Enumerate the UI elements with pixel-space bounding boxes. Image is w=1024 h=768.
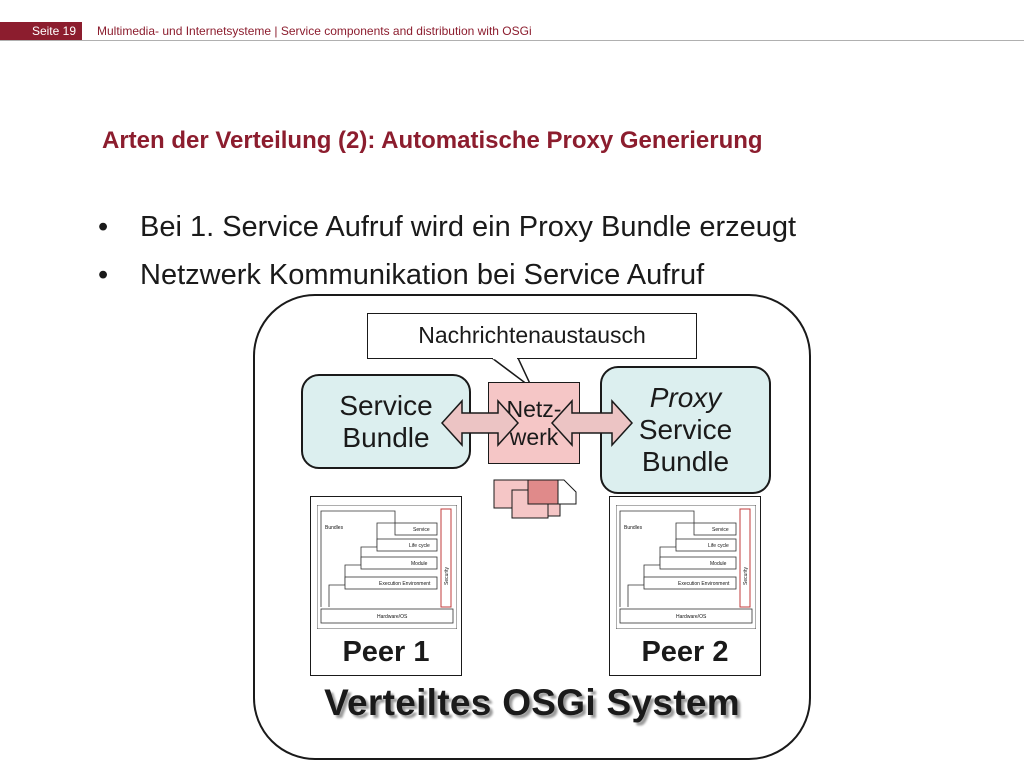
svg-text:Bundles: Bundles [624,525,643,531]
network-box: Netz- werk [488,382,580,464]
slide-title: Arten der Verteilung (2): Automatische P… [102,127,763,154]
peer-1-frame: Security Bundles Service Life cycle Modu… [310,496,462,676]
peer-1-label: Peer 1 [342,636,430,668]
network-line1: Netz- [506,396,562,422]
svg-text:Service: Service [712,527,729,533]
svg-text:Life cycle: Life cycle [409,543,430,549]
svg-text:Security: Security [444,566,450,585]
svg-text:Execution Environment: Execution Environment [678,581,730,587]
peer-2-frame: Security Bundles Service Life cycle Modu… [609,496,761,676]
system-label: Verteiltes OSGi System [324,682,740,723]
service-bundle-box: Service Bundle [301,374,471,469]
svg-text:Service: Service [413,527,430,533]
bullet-list: Bei 1. Service Aufruf wird ein Proxy Bun… [98,203,796,299]
bullet-item: Netzwerk Kommunikation bei Service Aufru… [98,251,796,299]
svg-text:Module: Module [710,561,727,567]
proxy-line1: Proxy [649,382,722,413]
svg-text:Module: Module [411,561,428,567]
osgi-layer-diagram: Security Bundles Service Life cycle Modu… [317,505,457,629]
svg-text:Security: Security [743,566,749,585]
page-number-badge: Seite 19 [0,22,82,40]
header-course-title: Multimedia- und Internetsysteme | Servic… [97,24,532,38]
peer-2-label: Peer 2 [641,636,729,668]
svg-text:Bundles: Bundles [325,525,344,531]
proxy-line3: Bundle [641,446,730,477]
proxy-service-bundle-box: Proxy Service Bundle [600,366,771,494]
service-bundle-line1: Service [339,389,433,421]
svg-text:Life cycle: Life cycle [708,543,729,549]
bullet-item: Bei 1. Service Aufruf wird ein Proxy Bun… [98,203,796,251]
osgi-layer-diagram: Security Bundles Service Life cycle Modu… [616,505,756,629]
svg-text:Hardware/OS: Hardware/OS [676,614,707,620]
message-exchange-callout: Nachrichtenaustausch [367,313,697,359]
header-divider [0,40,1024,41]
svg-text:Hardware/OS: Hardware/OS [377,614,408,620]
proxy-line2: Service [638,414,733,445]
service-bundle-line2: Bundle [342,421,430,453]
network-line2: werk [509,424,559,450]
svg-text:Execution Environment: Execution Environment [379,581,431,587]
